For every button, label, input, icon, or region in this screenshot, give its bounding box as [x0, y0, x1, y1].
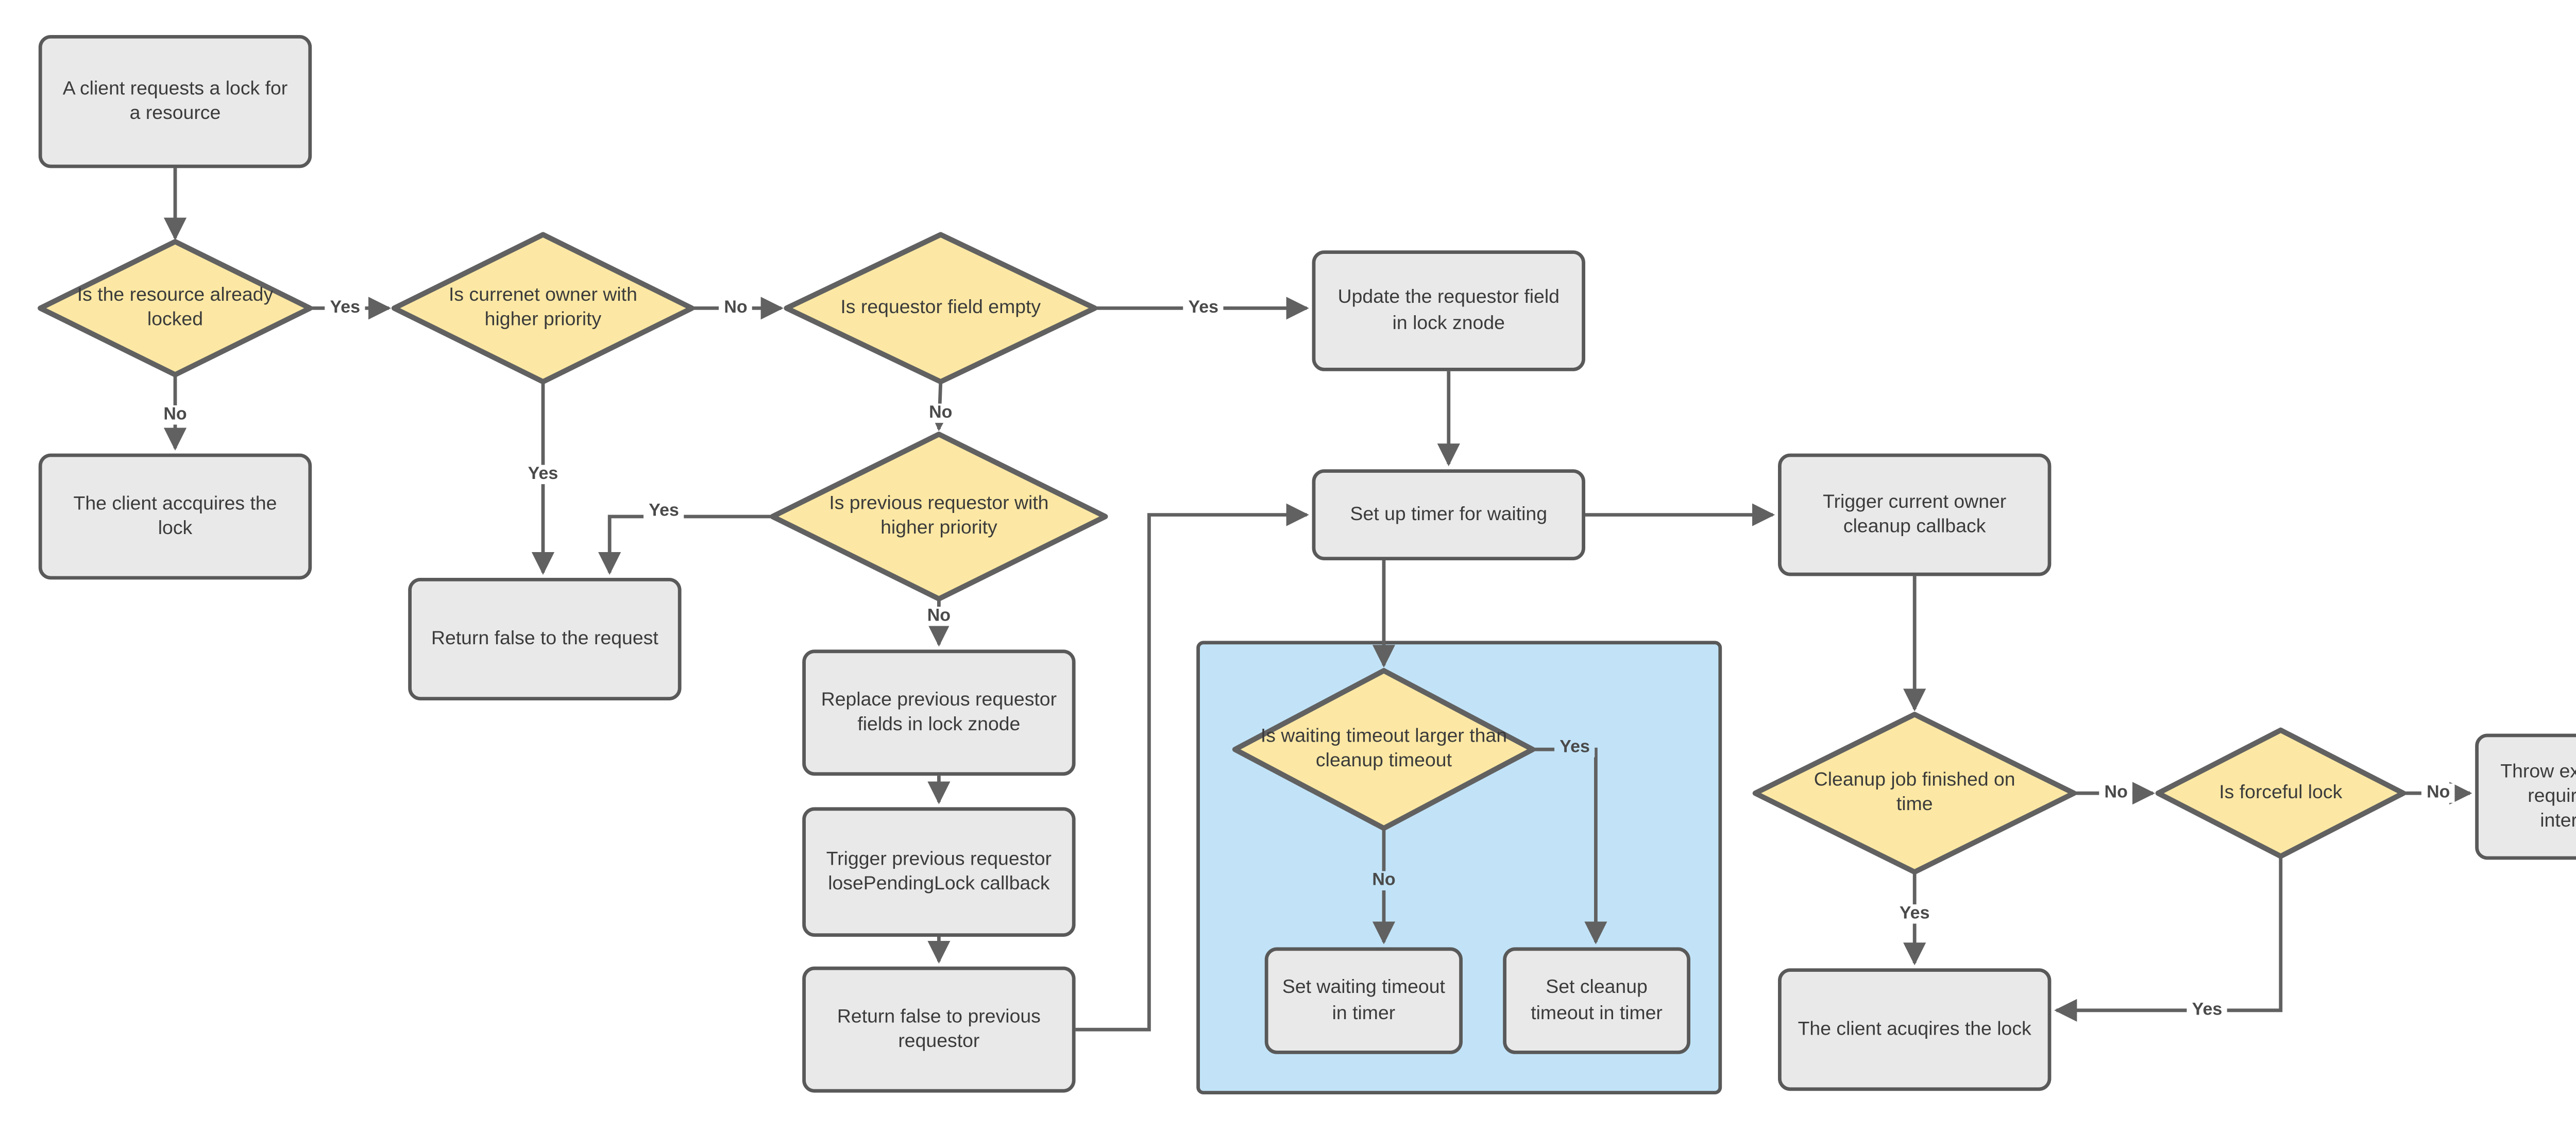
decision-is-requestor-empty-shape: [784, 232, 1098, 385]
edge-label-waiting-timeout-no: No: [1367, 871, 1401, 890]
decision-is-waiting-timeout-larger: Is waiting timeout larger than cleanup t…: [1260, 726, 1507, 772]
node-update-requestor-field: Update the requestor field in lock znode: [1312, 250, 1585, 371]
edge-label-resource-locked-no: No: [158, 405, 192, 425]
node-trigger-prev-requestor-callback: Trigger previous requestor losePendingLo…: [802, 807, 1076, 937]
edge-label-prev-requestor-no: No: [922, 607, 956, 626]
decision-is-current-owner-higher: Is currenet owner with higher priority: [449, 285, 637, 331]
edge-label-current-owner-yes: Yes: [522, 465, 564, 485]
edge-label-resource-locked-yes: Yes: [325, 298, 366, 318]
edge-label-current-owner-no: No: [719, 298, 753, 318]
edge-label-requestor-empty-yes: Yes: [1183, 298, 1224, 318]
decision-is-forceful-lock-shape: [2155, 727, 2406, 859]
node-start: A client requests a lock for a resource: [38, 35, 312, 168]
node-set-waiting-timeout: Set waiting timeout in timer: [1264, 947, 1463, 1054]
node-replace-prev-requestor: Replace previous requestor fields in loc…: [802, 649, 1076, 776]
node-trigger-owner-cleanup: Trigger current owner cleanup callback: [1778, 453, 2052, 576]
edge-label-forceful-no: No: [2421, 783, 2455, 803]
node-setup-timer: Set up timer for waiting: [1312, 469, 1585, 560]
decision-is-requestor-empty: Is requestor field empty: [840, 297, 1041, 319]
decision-is-forceful-lock: Is forceful lock: [2219, 782, 2343, 804]
decision-is-waiting-timeout-larger-shape: [1232, 668, 1536, 831]
decision-is-prev-requestor-higher-shape: [770, 432, 1108, 602]
edge-label-requestor-empty-no: No: [923, 403, 958, 423]
edge-prev-requestor-yes: [598, 514, 773, 575]
decision-is-cleanup-on-time: Cleanup job finished on time: [1814, 769, 2015, 816]
decision-is-prev-requestor-higher: Is previous requestor with higher priori…: [829, 493, 1049, 540]
decision-is-cleanup-on-time-shape: [1752, 712, 2077, 875]
decision-is-current-owner-higher-shape: [391, 232, 695, 385]
edge-label-waiting-timeout-yes: Yes: [1554, 738, 1596, 758]
edge-label-cleanup-finished-no: No: [2099, 783, 2133, 803]
node-client-acquires-lock-2: The client acuqires the lock: [1778, 968, 2052, 1091]
decision-is-resource-locked: Is the resource already locked: [77, 285, 274, 331]
node-throw-exception: Throw exception and require human interv…: [2475, 733, 2576, 860]
edge-label-cleanup-finished-yes: Yes: [1894, 904, 1935, 924]
edge-waiting-timeout-yes: [1533, 747, 1607, 945]
edge-return-false-to-setup-timer: [1075, 503, 1309, 1032]
node-set-cleanup-timeout: Set cleanup timeout in timer: [1503, 947, 1690, 1054]
decision-is-resource-locked-shape: [38, 239, 313, 377]
node-return-false-request: Return false to the request: [408, 578, 682, 700]
node-client-acquires-lock-1: The client accquires the lock: [38, 453, 312, 580]
edge-forceful-yes: [2054, 856, 2283, 1022]
edge-label-forceful-yes: Yes: [2187, 1001, 2228, 1020]
node-return-false-prev-requestor: Return false to previous requestor: [802, 966, 1076, 1093]
edge-label-prev-requestor-yes: Yes: [643, 502, 685, 521]
